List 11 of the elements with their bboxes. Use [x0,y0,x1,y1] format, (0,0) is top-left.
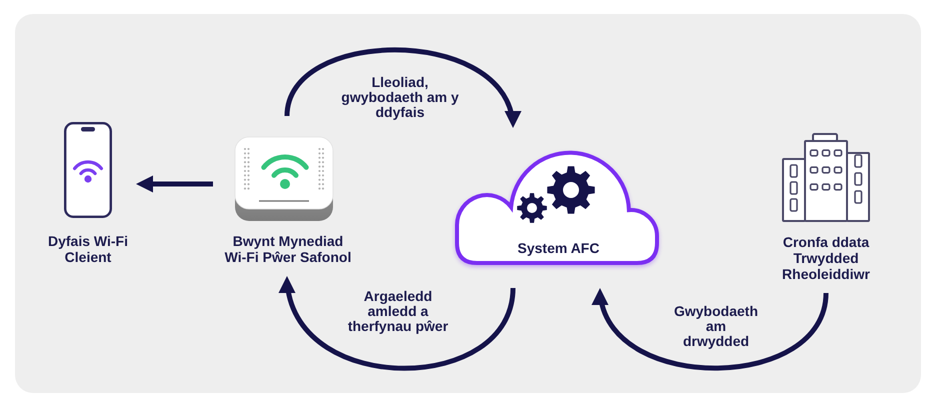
node-label: Dyfais Wi-Fi Cleient [46,233,129,265]
curved-arrow [284,48,518,128]
curved-arrow [281,276,516,371]
curved-arrow [594,288,828,371]
edge-label: Argaeledd amledd a therfynau pŵer [346,289,450,334]
arrow [136,176,213,192]
node-label: System AFC [516,240,600,256]
edge-label: Gwybodaeth am drwydded [672,304,760,349]
node-label: Bwynt Mynediad Wi-Fi Pŵer Safonol [224,233,352,265]
edge-label: Lleoliad, gwybodaeth am y ddyfais [340,75,460,120]
node-label: Cronfa ddata Trwydded Rheoleiddiwr [781,234,871,282]
